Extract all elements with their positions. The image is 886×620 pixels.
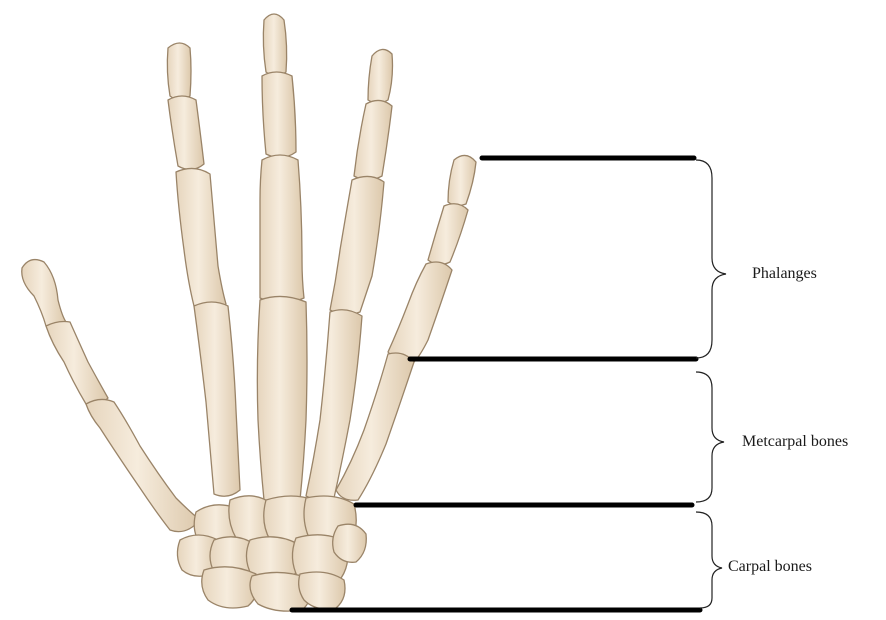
middle-finger-bones — [257, 14, 307, 505]
carpal-brace — [696, 512, 722, 608]
hand-illustration — [22, 14, 476, 611]
index-finger-bones — [167, 43, 240, 496]
metacarpal-brace — [696, 372, 724, 502]
carpal-bones-label: Carpal bones — [728, 558, 812, 576]
phalanges-label: Phalanges — [752, 265, 817, 283]
phalanges-brace — [696, 160, 726, 358]
carpal-bones — [177, 496, 366, 611]
thumb-bones — [22, 260, 200, 532]
braces — [696, 160, 726, 608]
metacarpal-bones-label: Metcarpal bones — [742, 433, 848, 451]
